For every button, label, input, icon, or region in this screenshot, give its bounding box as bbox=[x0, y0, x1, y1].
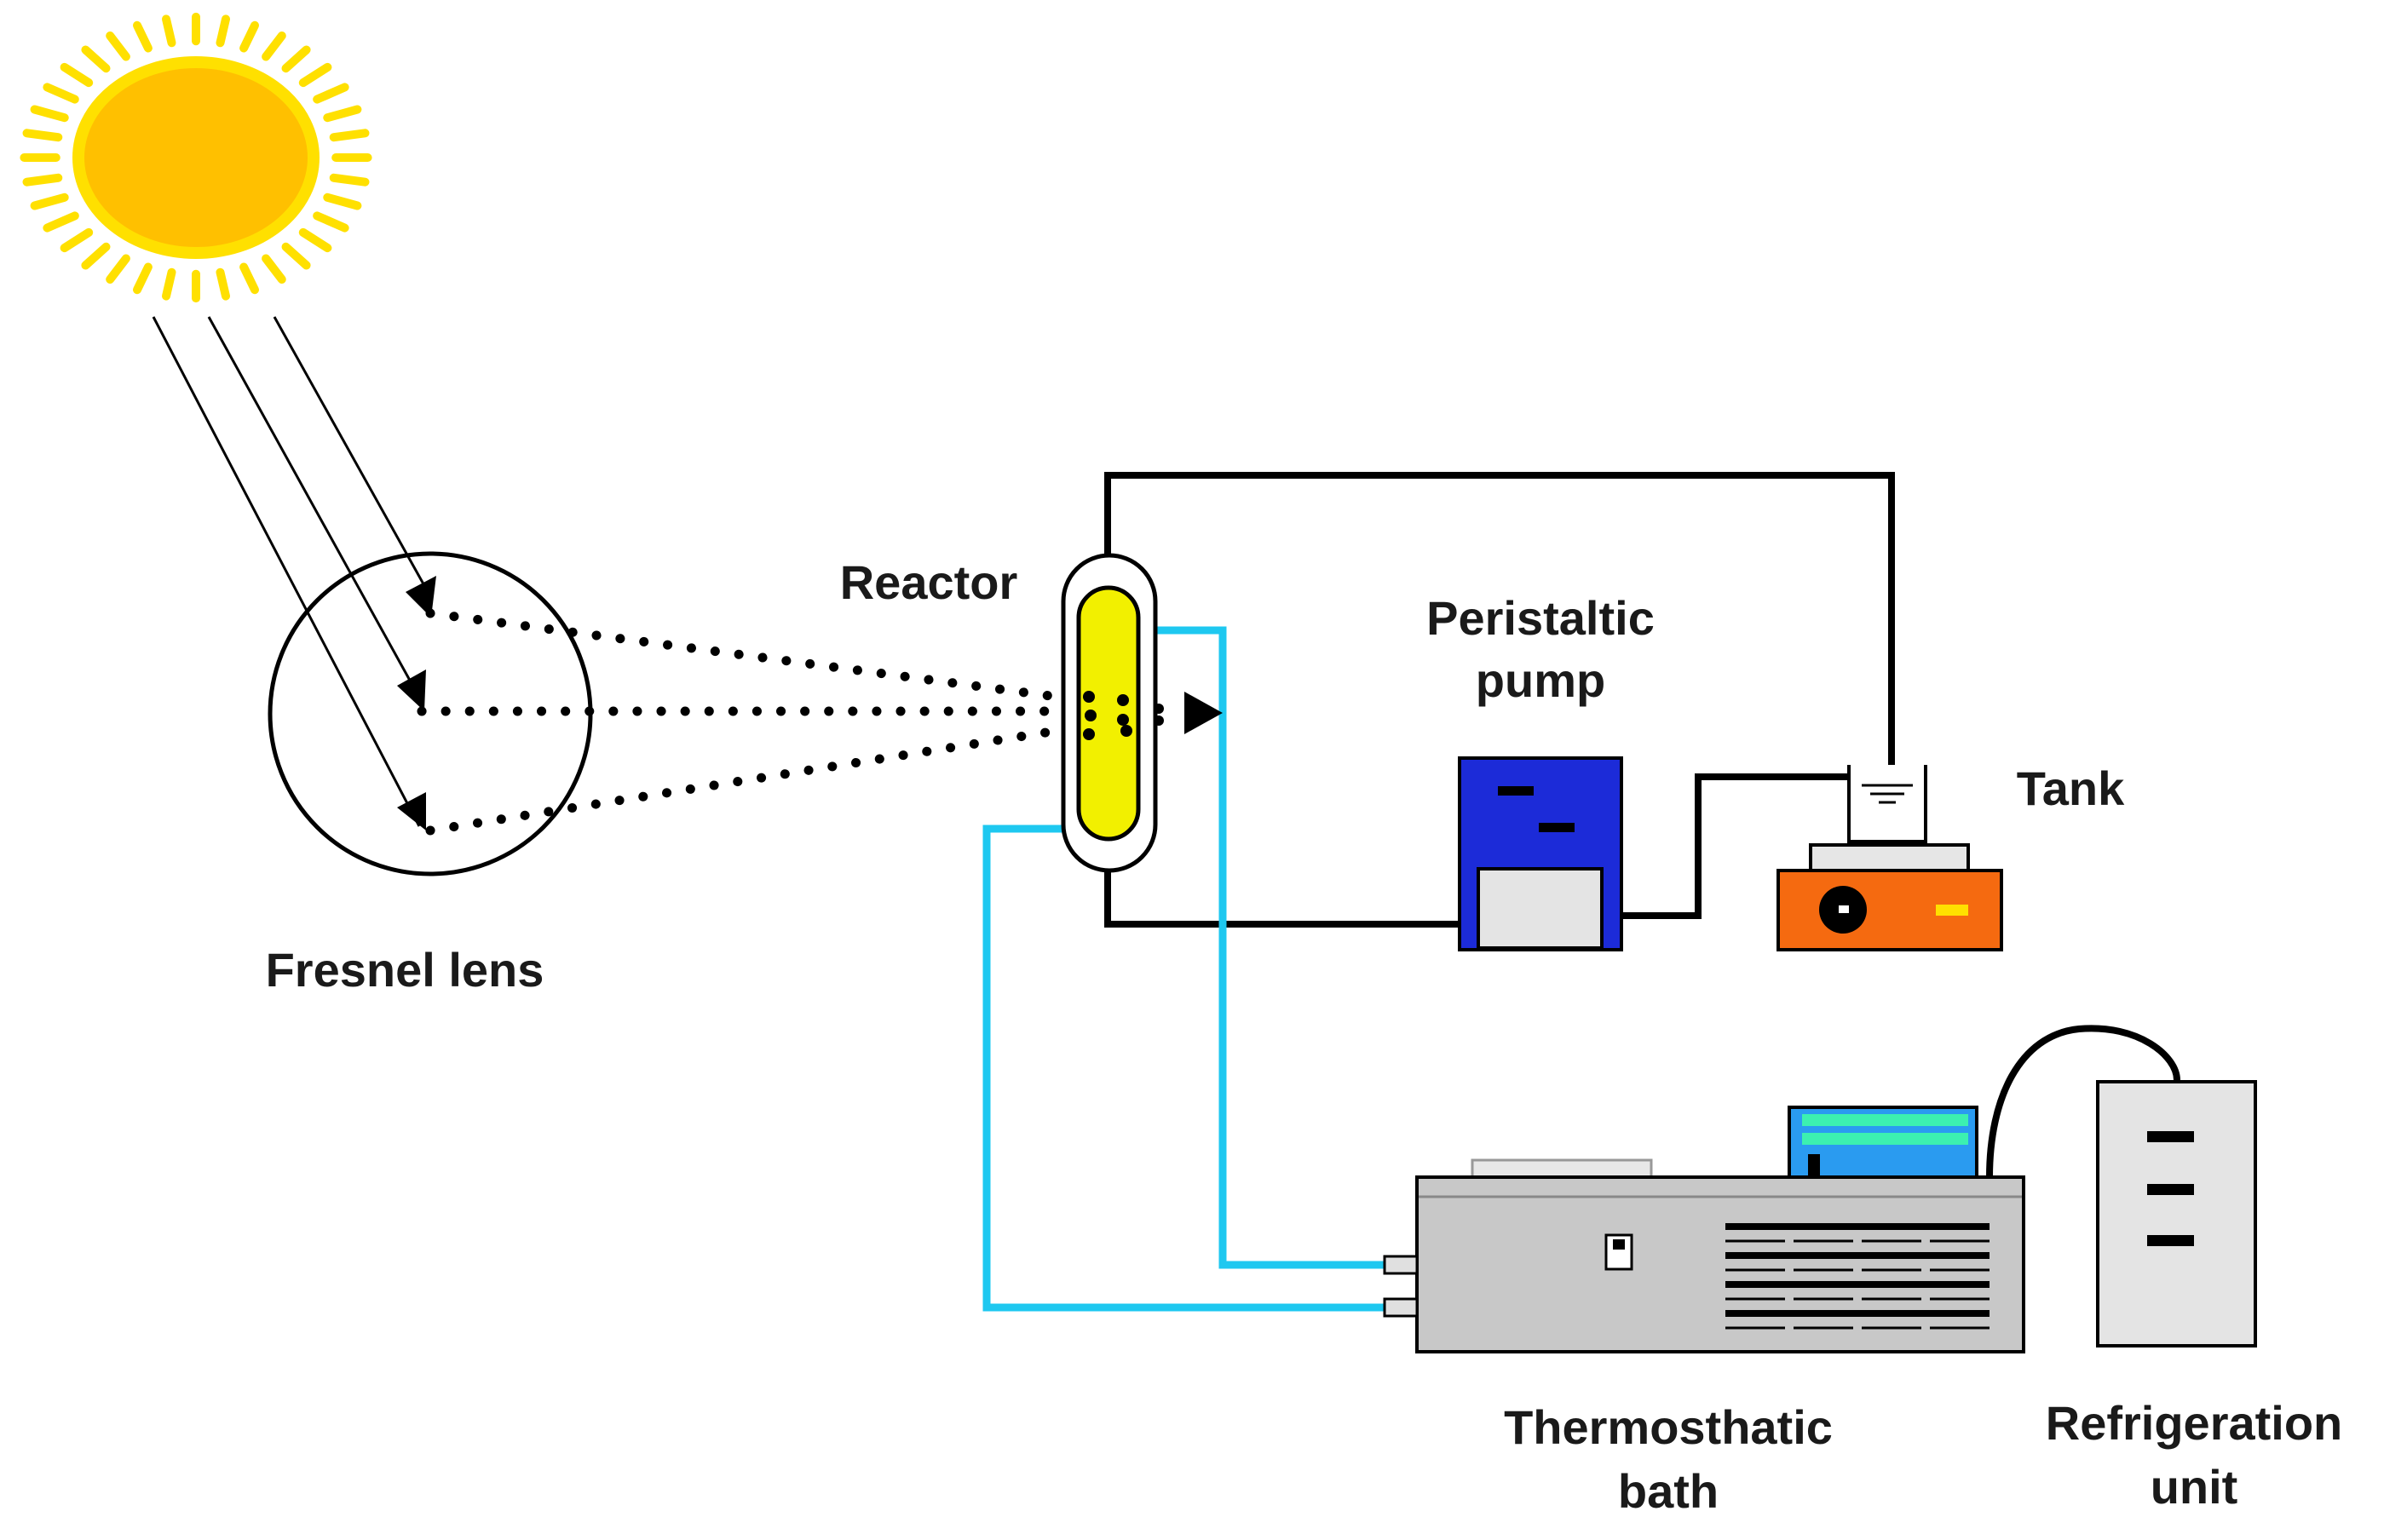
reactor-focus-dots bbox=[1083, 691, 1164, 740]
sun-ray bbox=[262, 32, 286, 61]
coolant-outlet-line bbox=[1155, 626, 1385, 1269]
tank-liquid-level bbox=[1862, 784, 1913, 804]
thermostatic-bath bbox=[1383, 1106, 2025, 1353]
sun-ray bbox=[81, 242, 111, 270]
sun-ray bbox=[106, 32, 130, 61]
sun-ray bbox=[133, 262, 153, 295]
refrigeration-indicator-2 bbox=[2147, 1184, 2194, 1195]
sun-ray bbox=[262, 254, 286, 284]
refrigeration-indicator-1 bbox=[2147, 1131, 2194, 1142]
bath-switch bbox=[1808, 1154, 1820, 1176]
sun-ray bbox=[216, 267, 230, 301]
sun-ray bbox=[133, 20, 153, 53]
stirrer-plate bbox=[1809, 843, 1970, 872]
fresnel-lens-label: Fresnel lens bbox=[266, 943, 544, 997]
sun-ray bbox=[239, 20, 259, 53]
arrowhead-icon bbox=[406, 576, 436, 618]
sun-ray bbox=[106, 254, 130, 284]
reactor-label: Reactor bbox=[840, 555, 1018, 609]
sun-ray bbox=[22, 129, 63, 142]
sun-ray bbox=[313, 83, 349, 104]
light-ray-3 bbox=[273, 316, 432, 597]
sun-ray bbox=[30, 105, 69, 123]
sun-ray bbox=[329, 173, 370, 187]
tank-label: Tank bbox=[2017, 761, 2125, 815]
refrigeration-unit-label-line1: Refrigeration bbox=[2046, 1396, 2343, 1450]
sun-ray bbox=[281, 242, 311, 270]
bath-port-inlet bbox=[1383, 1297, 1419, 1318]
sun-ray bbox=[216, 14, 230, 48]
ray-arrowheads bbox=[397, 576, 436, 830]
sun-ray bbox=[43, 83, 79, 104]
sun-ray bbox=[162, 14, 176, 48]
sun-ray bbox=[313, 211, 349, 233]
bath-body bbox=[1415, 1175, 2025, 1353]
sun-ray bbox=[323, 192, 362, 210]
pump-indicator-2 bbox=[1539, 823, 1575, 832]
sun-ray bbox=[329, 129, 370, 142]
sun-ray bbox=[298, 227, 332, 253]
arrowhead-icon bbox=[397, 669, 426, 711]
peristaltic-pump bbox=[1458, 756, 1623, 951]
coolant-inlet-line bbox=[982, 825, 1385, 1312]
sun-ray bbox=[323, 105, 362, 123]
sun-ray bbox=[22, 173, 63, 187]
thermostatic-bath-label-line1: Thermosthatic bbox=[1504, 1400, 1833, 1454]
refrigeration-cabinet bbox=[2096, 1080, 2257, 1348]
sun-icon bbox=[20, 12, 372, 303]
bath-lid bbox=[1471, 1158, 1653, 1179]
sun-ray bbox=[30, 192, 69, 210]
focused-light-beams bbox=[417, 608, 1062, 836]
reactor-tube bbox=[1076, 585, 1141, 842]
coolant-piping bbox=[982, 626, 1385, 1312]
peristaltic-pump-label-line1: Peristaltic bbox=[1426, 591, 1655, 645]
stirrer-knob-mark bbox=[1839, 905, 1849, 913]
bath-power-switch-toggle bbox=[1613, 1239, 1625, 1250]
sun-core bbox=[72, 56, 320, 259]
bath-vents bbox=[1725, 1223, 1990, 1330]
peristaltic-pump-label-line2: pump bbox=[1476, 653, 1605, 707]
refrigeration-unit bbox=[1986, 1025, 2257, 1348]
refrigeration-unit-label-line2: unit bbox=[2151, 1460, 2238, 1514]
focused-beam-top bbox=[425, 608, 1062, 702]
bath-power-switch bbox=[1604, 1233, 1633, 1271]
sunlight-rays bbox=[152, 316, 432, 827]
sun-ray bbox=[281, 45, 311, 73]
pump-to-tank-pipe bbox=[1606, 773, 1849, 919]
bath-display-2 bbox=[1802, 1133, 1968, 1145]
light-ray-1 bbox=[152, 316, 421, 827]
recirculation-piping bbox=[1104, 472, 1895, 928]
sun-ray bbox=[60, 227, 94, 253]
return-pipe bbox=[1104, 472, 1895, 771]
sun-ray bbox=[60, 62, 94, 88]
sun-rays bbox=[20, 12, 372, 303]
sun-ray bbox=[81, 45, 111, 73]
refrigeration-indicator-3 bbox=[2147, 1235, 2194, 1246]
light-ray-2 bbox=[207, 316, 419, 695]
thermostatic-bath-label-line2: bath bbox=[1618, 1464, 1719, 1518]
stirrer-indicator-light bbox=[1936, 905, 1968, 916]
arrowhead-icon bbox=[397, 792, 426, 830]
sun-ray bbox=[298, 62, 332, 88]
sun-ray bbox=[162, 267, 176, 301]
refrigeration-cable bbox=[1986, 1025, 2180, 1178]
pump-indicator-1 bbox=[1498, 786, 1534, 796]
focused-beam-bottom bbox=[425, 726, 1062, 836]
pump-head bbox=[1477, 867, 1604, 950]
sun-ray bbox=[43, 211, 79, 233]
reactor bbox=[1061, 553, 1223, 873]
bath-port-outlet bbox=[1383, 1255, 1419, 1275]
reactor-to-pump-pipe bbox=[1104, 869, 1464, 928]
flow-arrow-icon bbox=[1184, 692, 1223, 734]
sun-ray bbox=[239, 262, 259, 295]
bath-display-1 bbox=[1802, 1114, 1968, 1126]
tank-assembly bbox=[1776, 765, 2003, 951]
